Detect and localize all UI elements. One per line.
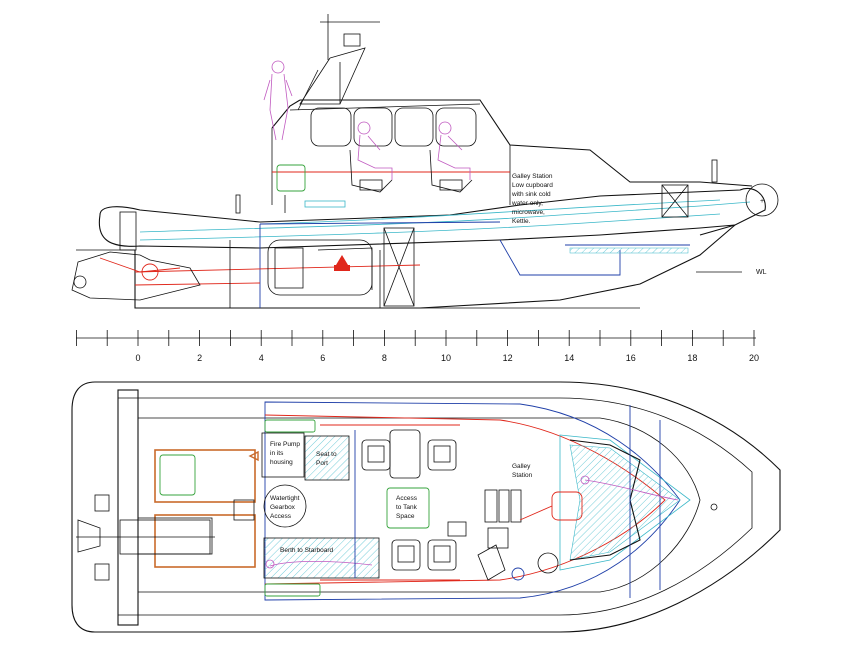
scale-tick-label: 18 [687,353,697,363]
stern-drive [71,211,201,301]
galley-note-side: Galley Station Low cupboard with sink co… [511,173,553,225]
fire-pump-housing [261,432,305,478]
side-elevation: + WL [71,14,779,309]
scale-tick-label: 20 [749,353,759,363]
tank-access-hatch [386,487,430,529]
galley-note-line-5: microwave, [512,209,545,216]
galley-note-line-3: with sink cold [511,191,551,198]
scale-tick-label: 16 [626,353,636,363]
mast-arch [297,14,380,111]
watertight-label-2: Gearbox [270,504,296,511]
fire-extinguisher-icon [336,255,348,265]
fuel-tank-port [154,449,256,503]
galley-fittings [447,489,583,581]
galley-station-label-1: Galley [512,463,531,470]
standing-crew-figure [263,60,293,141]
galley-note-line-2: Low cupboard [512,182,553,189]
galley-note-line-4: water only, [511,200,543,207]
crew-figures [263,60,473,193]
hull: + WL [98,159,779,309]
galley-station-label-2: Station [512,472,533,479]
berth-to-starboard [263,537,380,579]
engine-plan [76,494,215,581]
watertight-label-1: Watertight [270,495,300,502]
scale-tick-label: 0 [135,353,140,363]
bow-crew-figure [584,479,679,501]
galley-note-line-1: Galley Station [512,173,553,180]
seat-shock-mount-2 [429,149,473,193]
galley-note-line-6: Kettle. [512,218,531,225]
scale-bar: 0 2 4 6 8 10 12 14 16 18 20 [76,330,759,363]
scale-tick-label: 10 [441,353,451,363]
deck-outline [137,417,701,593]
engine-room [267,239,373,296]
transom-bar [117,389,139,626]
access-tank-label-1: Access [396,495,418,502]
seat-port-label-2: Port [316,460,328,467]
seat-to-port [304,435,350,481]
scale-tick-label: 4 [259,353,264,363]
fire-pump-label-1: Fire Pump [270,441,300,448]
access-tank-label-2: to Tank [396,504,418,511]
seated-crew-figure-1 [357,121,393,180]
scale-tick-label: 6 [320,353,325,363]
fuel-tank-starboard [154,514,256,568]
fire-pump-label-2: in its [270,450,284,457]
watertight-label-3: Access [270,513,292,520]
collar-tube [71,381,781,633]
scale-tick-label: 12 [503,353,513,363]
helm-seats [361,429,457,571]
bow-plus-mark: + [760,198,764,205]
waterline-label: WL [756,269,767,276]
fire-pump-label-3: housing [270,459,293,466]
scale-tick-label: 8 [382,353,387,363]
wheelhouse [235,99,753,214]
scale-tick-label: 14 [564,353,574,363]
access-tank-label-3: Space [396,513,415,520]
plan-view: Fire Pump in its housing Seat to Port Wa… [71,381,781,633]
berth-label: Berth to Starboard [280,547,333,554]
seated-crew-figure-2 [437,121,471,180]
seat-port-label-1: Seat to [316,451,337,458]
watertight-gearbox-access-hatch [263,484,307,528]
seat-shock-mount-1 [349,149,393,193]
scale-tick-label: 2 [197,353,202,363]
